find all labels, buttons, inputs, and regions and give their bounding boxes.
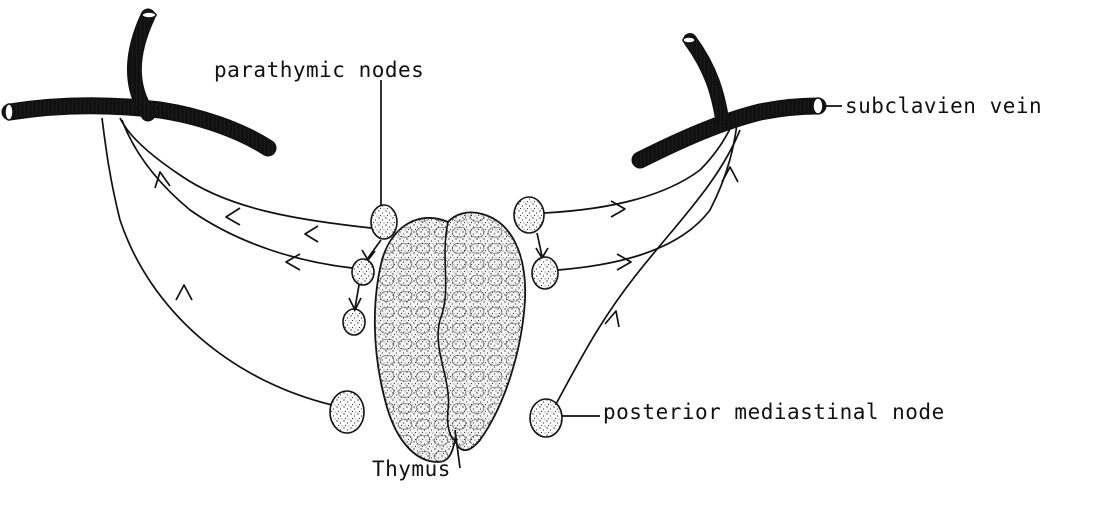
right-subclavian-vein (640, 37, 823, 160)
left-vessel-middle (122, 120, 352, 268)
parathymic-node-left-middle (352, 259, 374, 285)
parathymic-node-left-lower (343, 309, 365, 335)
arrow-left-outer-2 (155, 172, 170, 188)
arrow-left-upper-2 (305, 226, 318, 242)
posterior-mediastinal-node-left (330, 391, 364, 433)
thymus-gland (375, 212, 525, 462)
arrow-right-middle (617, 254, 631, 270)
parathymic-node-left-upper (371, 205, 397, 239)
right-vessel-middle (558, 115, 738, 270)
parathymic-nodes-label: parathymic nodes (214, 58, 424, 82)
parathymic-node-right-lower (532, 257, 558, 289)
subclavian-vein-label: subclavien vein (845, 94, 1042, 118)
arrow-right-outer (605, 311, 619, 327)
left-node-connector-1 (368, 240, 381, 258)
posterior-mediastinal-node-label: posterior mediastinal node (603, 400, 945, 424)
thymus-label: Thymus (372, 457, 451, 481)
arrow-left-outer-1 (176, 285, 192, 300)
parathymic-node-right-upper (514, 197, 544, 233)
posterior-mediastinal-node-right (530, 399, 562, 437)
arrow-left-upper (226, 208, 240, 225)
left-vessel-outer (102, 118, 332, 405)
